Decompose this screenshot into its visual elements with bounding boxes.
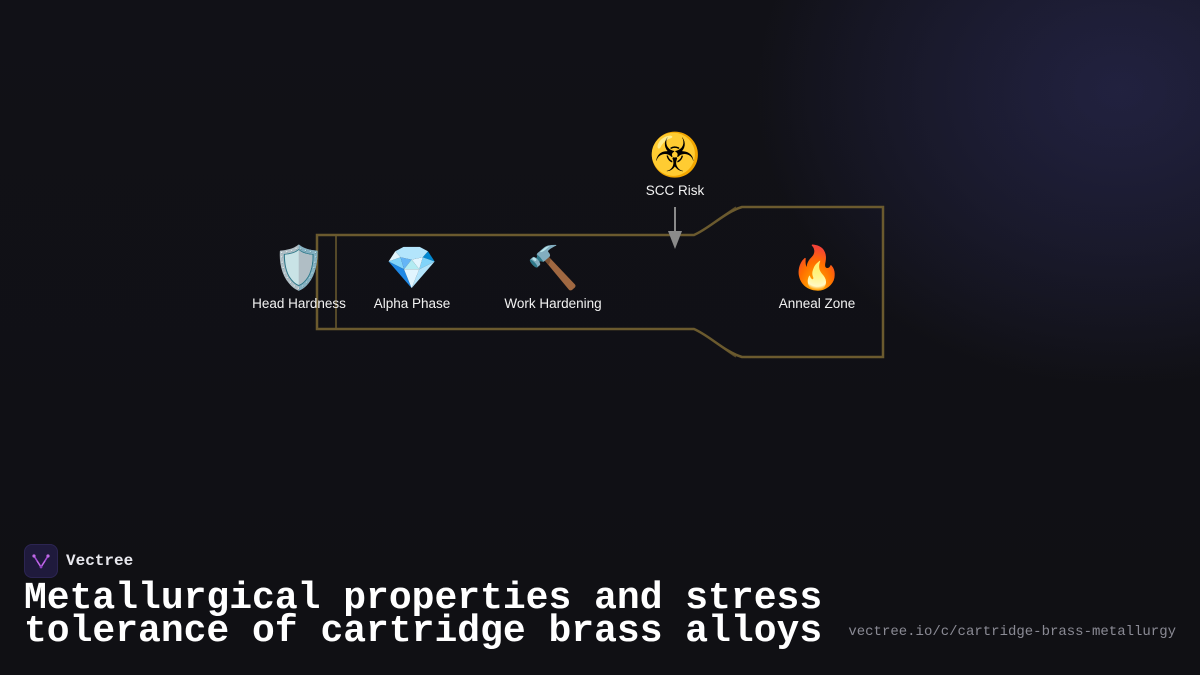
node-label: Alpha Phase [373,296,451,311]
vectree-logo-icon [24,544,58,578]
shield-icon: 🛡️ [272,243,326,292]
node-work-hardening: 🔨 Work Hardening [483,243,623,312]
scc-risk-arrow-head [668,231,682,249]
page-title: Metallurgical properties and stress tole… [24,577,823,653]
gem-icon: 💎 [385,243,439,292]
node-anneal-zone: 🔥 Anneal Zone [747,243,887,312]
node-scc-risk: ☣️ SCC Risk [605,130,745,199]
node-head-hardness: 🛡️ Head Hardness [229,243,369,312]
cartridge-shoulder-inner-line [693,206,737,358]
node-label: Work Hardening [504,296,602,311]
hammer-icon: 🔨 [526,243,580,292]
node-label: Head Hardness [252,296,346,311]
node-label: Anneal Zone [778,296,856,311]
node-alpha-phase: 💎 Alpha Phase [342,243,482,312]
biohazard-icon: ☣️ [648,130,702,179]
brand-name: Vectree [66,552,134,570]
fire-icon: 🔥 [790,243,844,292]
node-label: SCC Risk [645,183,705,198]
brand: Vectree [24,544,133,578]
source-url[interactable]: vectree.io/c/cartridge-brass-metallurgy [848,624,1176,640]
